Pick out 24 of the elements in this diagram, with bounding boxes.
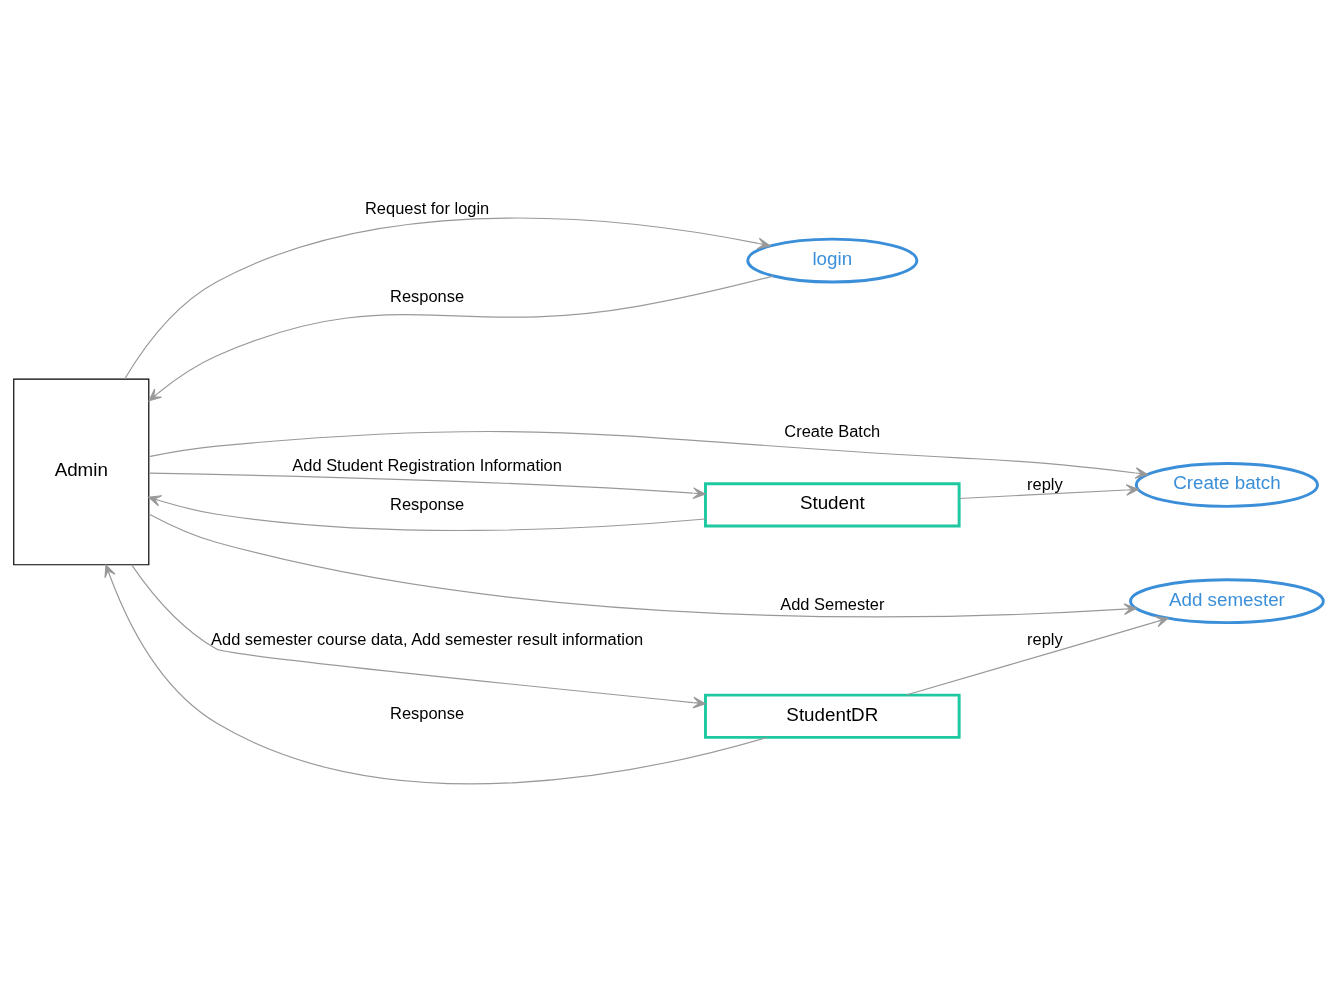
edge-label: Add semester course data, Add semester result information bbox=[211, 629, 644, 648]
arrow bbox=[148, 275, 774, 401]
edge-label: Response bbox=[390, 494, 465, 513]
node-box: Student bbox=[704, 481, 961, 527]
arrow bbox=[104, 563, 768, 784]
node-box: StudentDR bbox=[704, 693, 961, 739]
arrow bbox=[131, 563, 706, 708]
edge-label: Add Student Registration Information bbox=[292, 455, 562, 474]
edge-label: Create Batch bbox=[784, 421, 881, 440]
node-box: Admin bbox=[13, 378, 150, 565]
arrow bbox=[148, 472, 706, 499]
edge-label: reply bbox=[1027, 629, 1063, 648]
arrow bbox=[148, 430, 1148, 479]
arrow bbox=[148, 512, 1137, 617]
arrow bbox=[124, 216, 771, 380]
edge-label: Response bbox=[390, 286, 465, 305]
arrow bbox=[905, 615, 1169, 696]
edge-label: Add Semester bbox=[780, 594, 885, 613]
edge-label: Request for login bbox=[364, 198, 490, 217]
edge-label: reply bbox=[1027, 474, 1063, 493]
node-ellipse: Add semester bbox=[1129, 577, 1325, 624]
arrow bbox=[148, 494, 706, 531]
arrow bbox=[958, 483, 1139, 499]
edge-label: Response bbox=[390, 703, 465, 722]
